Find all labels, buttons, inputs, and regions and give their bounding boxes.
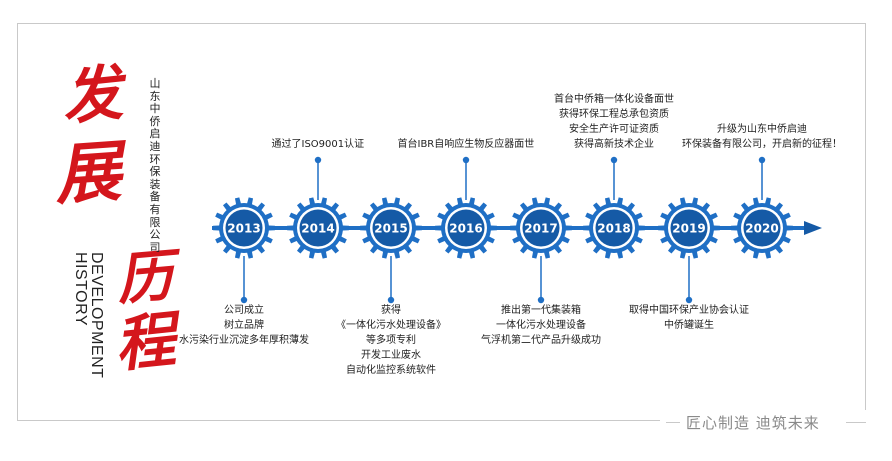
timeline-node-2019: 2019 — [658, 197, 720, 304]
gear-hub — [522, 209, 560, 247]
milestone-line: 获得 — [381, 305, 401, 316]
timeline-node-2015: 2015 — [360, 197, 422, 304]
timeline-node-2014: 2014 — [287, 156, 349, 259]
milestone-line: 等多项专利 — [366, 335, 416, 346]
milestone-text-2013: 公司成立树立品牌水污染行业沉淀多年厚积薄发 — [179, 303, 309, 348]
milestone-line: 升级为山东中侨启迪 — [717, 124, 807, 135]
stem-dot-icon — [462, 156, 470, 164]
year-label: 2014 — [301, 222, 334, 236]
english-title-line-2: HISTORY — [72, 252, 89, 327]
milestone-line: 获得环保工程总承包资质 — [559, 109, 669, 120]
milestone-text-2016: 首台IBR自响应生物反应器面世 — [398, 137, 535, 152]
gear-hub — [743, 209, 781, 247]
gear-hub — [225, 209, 263, 247]
gear-hub — [447, 209, 485, 247]
footer-mask — [660, 410, 870, 434]
milestone-line: 公司成立 — [224, 305, 264, 316]
timeline-node-2020: 2020 — [731, 156, 793, 259]
footer-slogan: 匠心制造 迪筑未来 — [686, 414, 820, 432]
footer-divider-right — [846, 422, 866, 423]
stem-dot-icon — [610, 156, 618, 164]
year-label: 2013 — [227, 222, 260, 236]
milestone-line: 《一体化污水处理设备》 — [336, 320, 446, 331]
stem-dot-icon — [240, 296, 248, 304]
year-label: 2017 — [524, 222, 557, 236]
footer-divider-left — [666, 422, 680, 423]
gear-hub — [670, 209, 708, 247]
milestone-text-2017: 推出第一代集装箱一体化污水处理设备气浮机第二代产品升级成功 — [481, 303, 601, 348]
milestone-line: 首台IBR自响应生物反应器面世 — [397, 139, 535, 150]
milestone-line: 通过了ISO9001认证 — [271, 139, 365, 150]
year-label: 2015 — [374, 222, 407, 236]
gear-hub — [299, 209, 337, 247]
milestone-line: 开发工业废水 — [361, 350, 421, 361]
stem-dot-icon — [758, 156, 766, 164]
timeline-node-2017: 2017 — [510, 197, 572, 304]
timeline-node-2018: 2018 — [583, 156, 645, 259]
milestone-line: 水污染行业沉淀多年厚积薄发 — [179, 335, 309, 346]
year-label: 2019 — [672, 222, 705, 236]
milestone-line: 环保装备有限公司，开启新的征程！ — [682, 139, 842, 150]
gear-hub — [595, 209, 633, 247]
milestone-line: 取得中国环保产业协会认证 — [629, 305, 749, 316]
milestone-line: 树立品牌 — [224, 320, 264, 331]
milestone-text-2015: 获得《一体化污水处理设备》等多项专利开发工业废水自动化监控系统软件 — [336, 303, 446, 378]
timeline-node-2016: 2016 — [435, 156, 497, 259]
stem-dot-icon — [314, 156, 322, 164]
milestone-text-2020: 升级为山东中侨启迪环保装备有限公司，开启新的征程！ — [682, 122, 842, 152]
milestone-text-2018: 首台中侨箱一体化设备面世获得环保工程总承包资质安全生产许可证资质获得高新技术企业 — [554, 92, 674, 152]
gear-hub — [372, 209, 410, 247]
milestone-line: 气浮机第二代产品升级成功 — [481, 335, 601, 346]
year-label: 2018 — [597, 222, 630, 236]
milestone-line: 安全生产许可证资质 — [569, 124, 659, 135]
stem-dot-icon — [387, 296, 395, 304]
milestone-line: 自动化监控系统软件 — [346, 365, 436, 376]
stem-dot-icon — [537, 296, 545, 304]
milestone-text-2019: 取得中国环保产业协会认证中侨罐诞生 — [629, 303, 749, 333]
milestone-line: 中侨罐诞生 — [664, 320, 714, 331]
year-label: 2016 — [449, 222, 482, 236]
milestone-line: 推出第一代集装箱 — [501, 305, 581, 316]
milestone-text-2014: 通过了ISO9001认证 — [272, 137, 365, 152]
content-frame — [17, 23, 866, 421]
stem-dot-icon — [685, 296, 693, 304]
english-title-line-1: DEVELOPMENT — [88, 252, 105, 379]
timeline-arrow-icon — [804, 221, 822, 235]
timeline-node-2013: 2013 — [213, 197, 275, 304]
english-title: DEVELOPMENT HISTORY — [72, 252, 105, 379]
milestone-line: 一体化污水处理设备 — [496, 320, 586, 331]
year-label: 2020 — [745, 222, 778, 236]
milestone-line: 获得高新技术企业 — [574, 139, 654, 150]
company-name-vertical: 山东中侨启迪环保装备有限公司 — [149, 77, 161, 254]
milestone-line: 首台中侨箱一体化设备面世 — [554, 94, 674, 105]
